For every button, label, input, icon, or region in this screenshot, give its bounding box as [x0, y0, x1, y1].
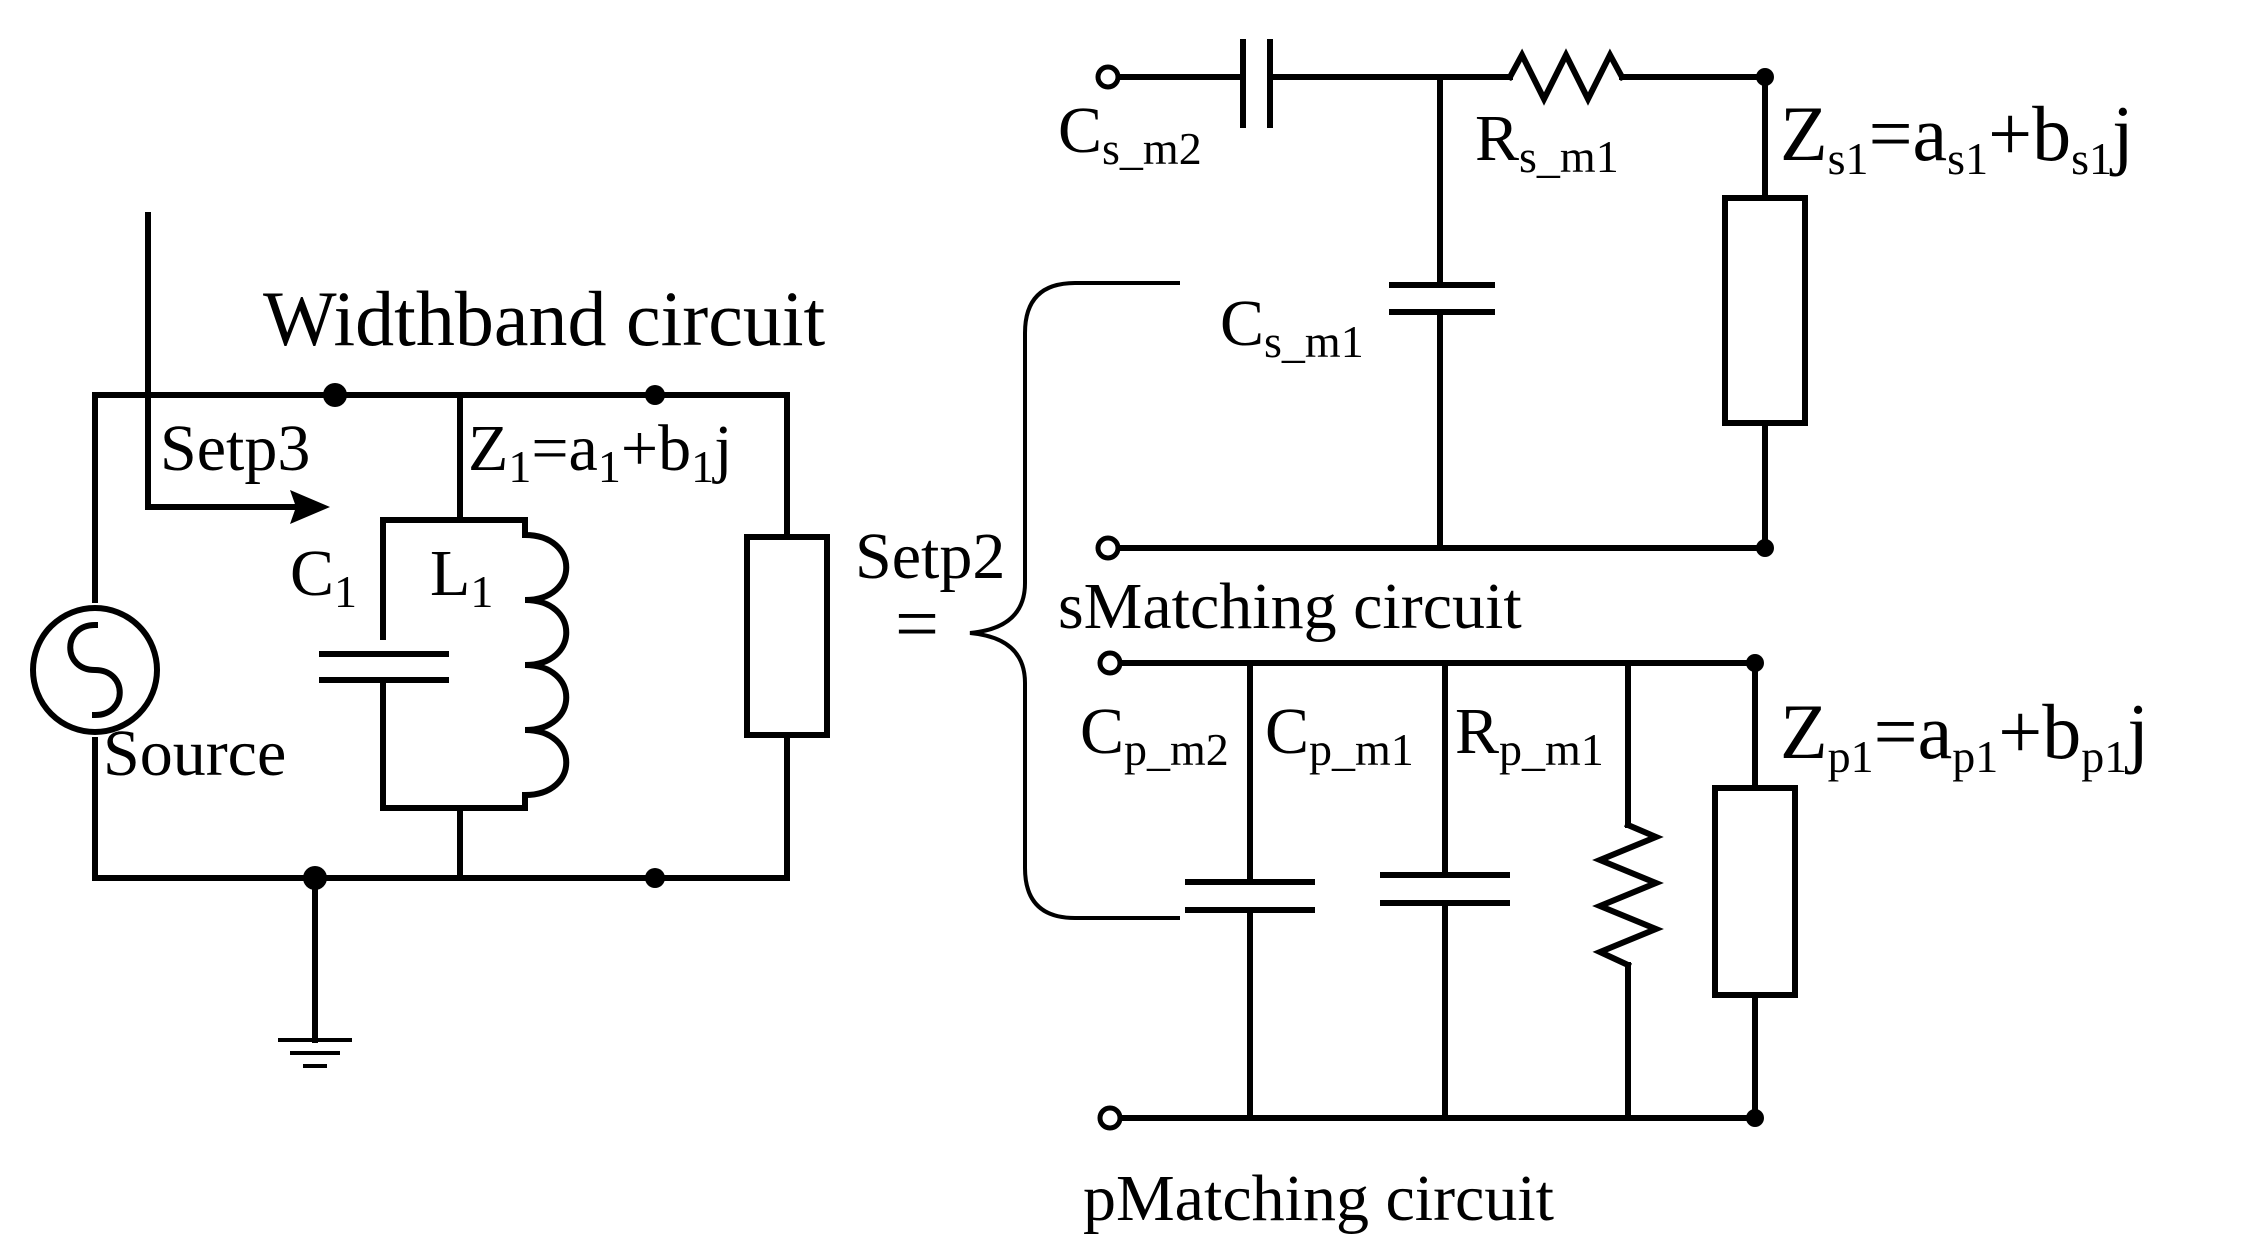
cs-m1-capacitor	[1389, 282, 1495, 315]
step2-label: Setp2	[855, 520, 1005, 593]
cp-m1-label: Cp_m1	[1265, 695, 1414, 775]
cs-m1-label: Cs_m1	[1220, 287, 1364, 367]
zp1-impedance-box	[1712, 785, 1798, 998]
zs1-impedance-box	[1722, 195, 1808, 426]
equals-sign: =	[895, 580, 939, 667]
curly-brace	[969, 281, 1180, 920]
cp-m1-capacitor	[1380, 872, 1510, 906]
junction-dot	[1756, 68, 1774, 86]
z1-label: Z1=a1+b1j	[468, 412, 732, 492]
zp1-label: Zp1=ap1+bp1j	[1780, 688, 2149, 782]
junction-dot	[1746, 1109, 1764, 1127]
s-input-terminal-top	[1095, 64, 1121, 90]
cp-m2-label: Cp_m2	[1080, 695, 1229, 775]
c1-label: C1	[290, 537, 357, 617]
z1-impedance-box	[744, 534, 830, 738]
junction-dot	[1746, 654, 1764, 672]
widthband-circuit: Widthband circuit Setp3 Source C1 L1 Z1=…	[30, 212, 830, 1068]
step2-brace-group: Setp2 =	[855, 281, 1180, 920]
s-input-terminal-bottom	[1095, 535, 1121, 561]
junction-dot	[1756, 539, 1774, 557]
c1-capacitor	[319, 651, 449, 683]
cs-m2-label: Cs_m2	[1058, 94, 1202, 174]
zs1-label: Zs1=as1+bs1j	[1780, 90, 2134, 184]
step3-arrow-line	[145, 212, 303, 510]
l1-inductor	[522, 517, 570, 811]
junction-dot	[645, 868, 665, 888]
p-matching-title: pMatching circuit	[1083, 1162, 1554, 1235]
cp-m2-capacitor	[1185, 879, 1315, 913]
step3-arrow-head	[290, 490, 330, 524]
step3-label: Setp3	[160, 412, 310, 485]
rp-m1-label: Rp_m1	[1455, 695, 1604, 775]
p-input-terminal-top	[1097, 650, 1123, 676]
junction-dot	[323, 383, 347, 407]
c1-gap	[320, 640, 446, 680]
p-matching-circuit: Cp_m2 Cp_m1 Rp_m1 Zp1=ap1+bp1j pMatching…	[1080, 650, 2149, 1235]
l1-label: L1	[430, 537, 493, 617]
p-input-terminal-bottom	[1097, 1105, 1123, 1131]
widthband-title: Widthband circuit	[263, 275, 826, 362]
rs-m1-label: Rs_m1	[1475, 102, 1619, 182]
ac-source-wave	[67, 621, 123, 719]
cs-m2-capacitor	[1240, 39, 1273, 128]
junction-dot	[645, 385, 665, 405]
s-matching-title: sMatching circuit	[1058, 570, 1522, 643]
ac-source-symbol	[30, 605, 160, 735]
ground-icon	[278, 1038, 352, 1068]
source-label: Source	[103, 717, 286, 790]
s-matching-circuit: Cs_m2 Rs_m1 Cs_m1 Zs1=as1+bs1j sMatching…	[1058, 39, 2134, 643]
rp-m1-resistor	[1592, 821, 1664, 969]
rs-m1-resistor	[1505, 48, 1627, 106]
